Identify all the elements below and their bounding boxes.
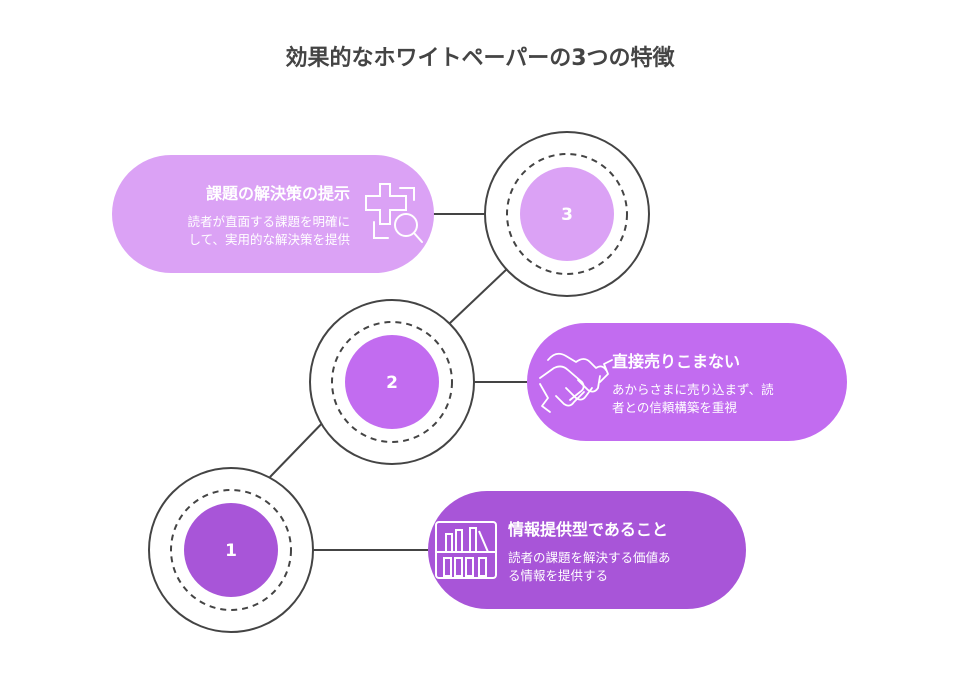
handshake-icon bbox=[539, 352, 613, 413]
step-1-title: 情報提供型であること bbox=[508, 520, 668, 539]
puzzle-search-icon bbox=[365, 183, 423, 243]
bookshelf-icon bbox=[435, 521, 497, 579]
step-3-description: 読者が直面する課題を明確に して、実用的な解決策を提供 bbox=[187, 214, 350, 247]
step-2-title: 直接売りこまない bbox=[612, 352, 741, 371]
step-1-marker: 1 bbox=[148, 467, 314, 633]
step-2-description: あからさまに売り込まず、読 者との信頼構築を重視 bbox=[612, 382, 774, 415]
step-1-card bbox=[428, 491, 746, 609]
step-3-card bbox=[112, 155, 434, 273]
step-3-marker: 3 bbox=[484, 131, 650, 297]
step-3-title: 課題の解決策の提示 bbox=[205, 184, 350, 203]
step-2-number: 2 bbox=[386, 373, 398, 393]
step-1-description: 読者の課題を解決する価値あ る情報を提供する bbox=[508, 550, 671, 583]
step-3-number: 3 bbox=[561, 205, 573, 225]
connector-1-2 bbox=[269, 414, 331, 478]
connector-2-3 bbox=[449, 267, 509, 324]
step-1-number: 1 bbox=[225, 541, 237, 561]
step-2-card bbox=[527, 323, 847, 441]
diagram-title: 効果的なホワイトペーパーの3つの特徴 bbox=[285, 46, 675, 71]
step-2-marker: 2 bbox=[309, 299, 475, 465]
